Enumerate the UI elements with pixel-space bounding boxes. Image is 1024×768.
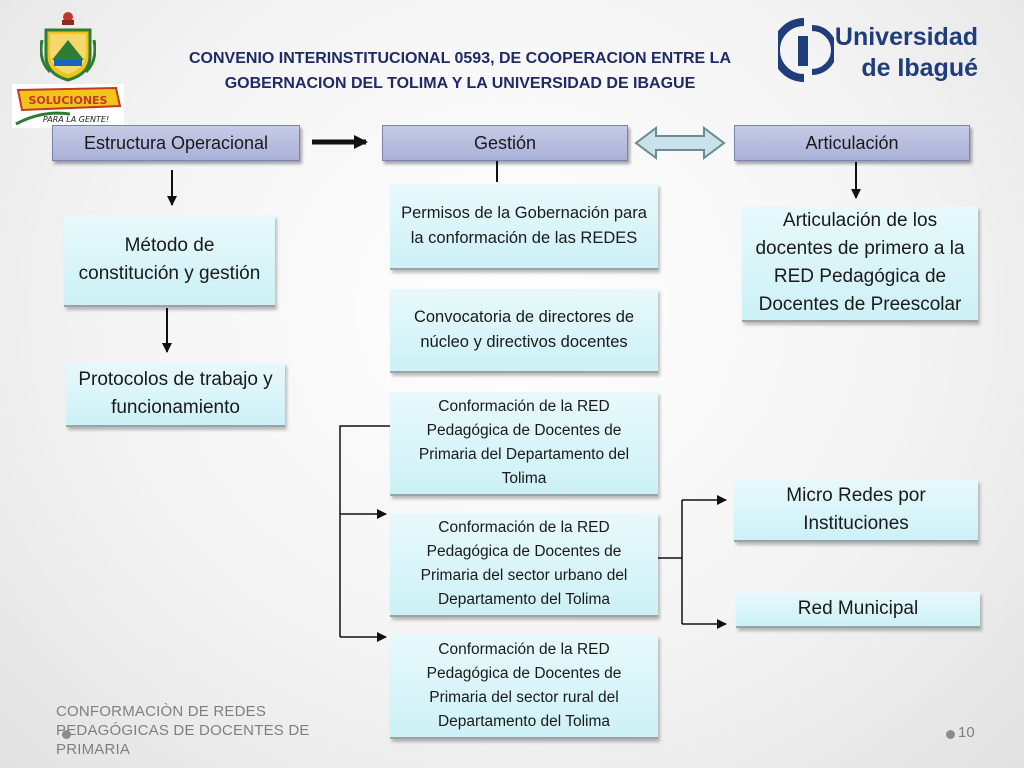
footer-bullet-right [946, 730, 955, 739]
footer-bullet-left [62, 730, 71, 739]
title-line-1: CONVENIO INTERINSTITUCIONAL 0593, DE COO… [189, 50, 731, 67]
header-gestion: Gestión [382, 125, 628, 161]
bracket-red-primaria [339, 425, 390, 637]
double-arrow-gestion-articulacion [634, 126, 726, 160]
box-articulacion-docentes: Articulación de los docentes de primero … [742, 206, 978, 322]
soluciones-logo-text: SOLUCIONES [29, 94, 108, 107]
title-line-2: GOBERNACION DEL TOLIMA Y LA UNIVERSIDAD … [224, 75, 696, 92]
box-permisos: Permisos de la Gobernación para la confo… [390, 184, 658, 270]
header-articulacion: Articulación [734, 125, 970, 161]
universidad-name-line-2: de Ibagué [861, 54, 978, 82]
soluciones-logo-subtext: PARA LA GENTE! [43, 115, 109, 124]
universidad-ibague-logo: Universidad de Ibagué [778, 16, 978, 86]
universidad-name: Universidad de Ibagué [834, 22, 978, 84]
box-micro-redes: Micro Redes por Instituciones [734, 480, 978, 542]
tolima-crest-logo [39, 10, 97, 84]
box-red-municipal: Red Municipal [736, 592, 980, 628]
box-red-urbano: Conformación de la RED Pedagógica de Doc… [390, 513, 658, 617]
universidad-name-line-1: Universidad [834, 23, 978, 51]
soluciones-logo: SOLUCIONES PARA LA GENTE! [12, 84, 124, 128]
header-estructura-operacional: Estructura Operacional [52, 125, 300, 161]
footer-text: CONFORMACIÒN DE REDES PEDAGÓGICAS DE DOC… [56, 703, 310, 758]
box-metodo: Método de constitución y gestión [64, 215, 275, 307]
box-convocatoria: Convocatoria de directores de núcleo y d… [390, 289, 658, 373]
box-red-rural: Conformación de la RED Pedagógica de Doc… [390, 635, 658, 739]
box-red-primaria: Conformación de la RED Pedagógica de Doc… [390, 392, 658, 496]
slide-title: CONVENIO INTERINSTITUCIONAL 0593, DE COO… [150, 46, 770, 96]
page-number: 10 [958, 724, 975, 741]
box-protocolos: Protocolos de trabajo y funcionamiento [66, 363, 285, 427]
